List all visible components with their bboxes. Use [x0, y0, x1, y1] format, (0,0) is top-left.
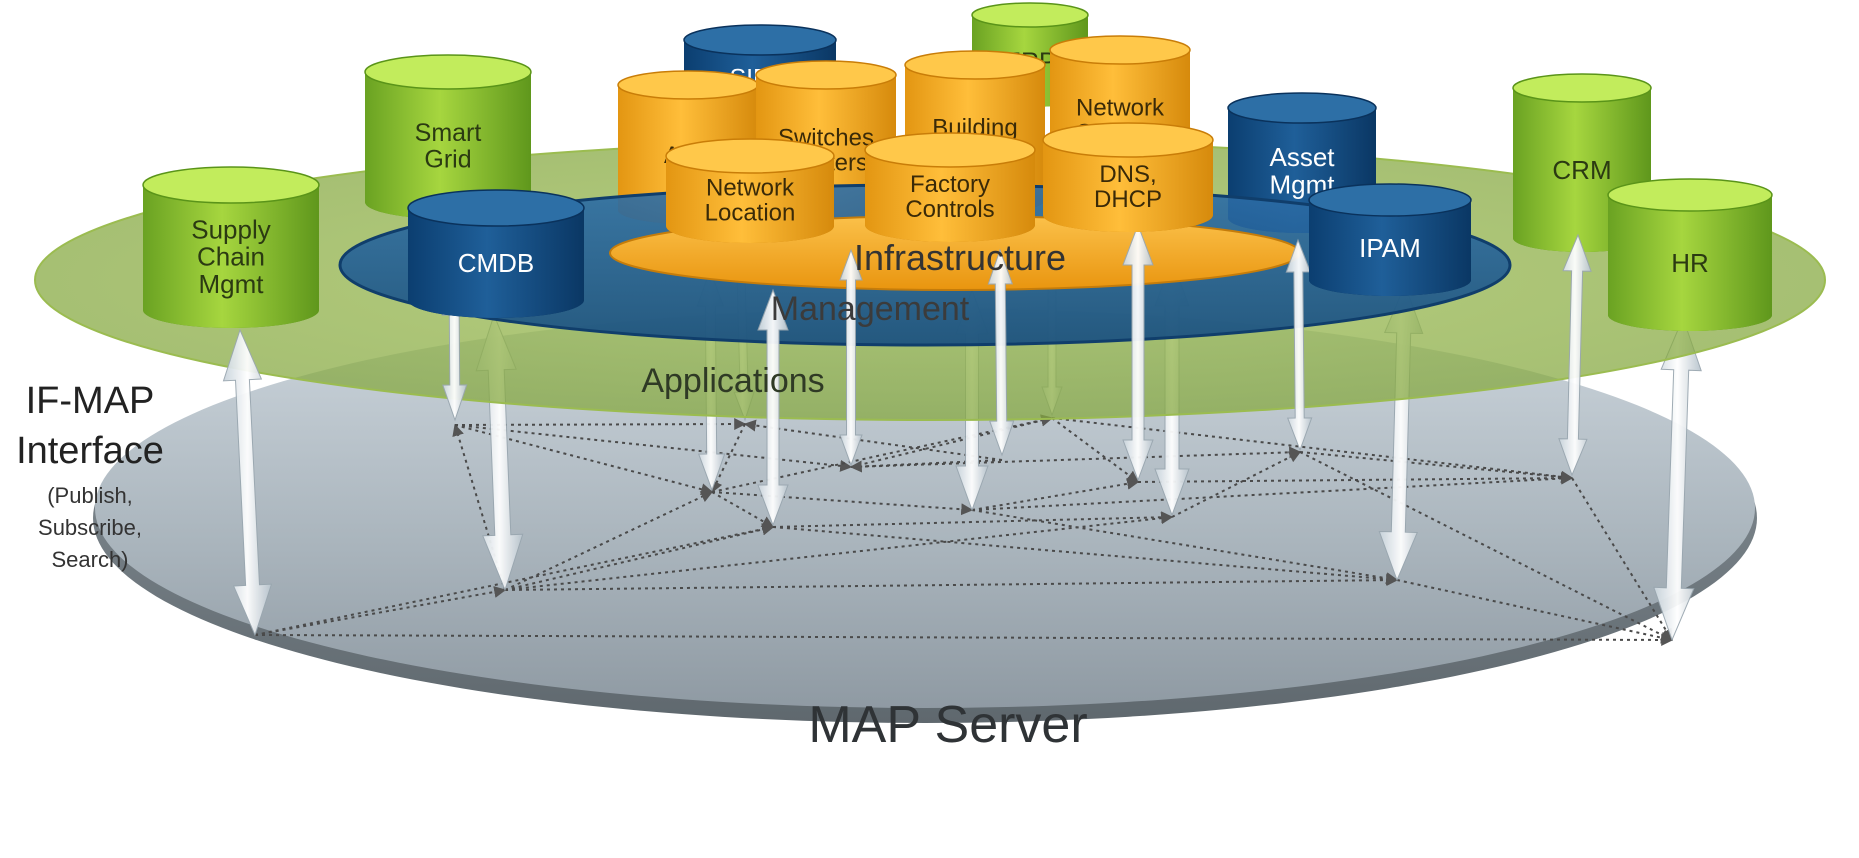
link-line: [454, 424, 853, 472]
cylinder-body: [365, 72, 531, 202]
link-line: [711, 491, 775, 528]
link-line: [711, 423, 746, 494]
cylinder-body: [143, 185, 319, 310]
cylinder-label: Asset: [1269, 142, 1335, 172]
cylinder-top: [683, 24, 837, 56]
cylinder-bottom: [1043, 198, 1213, 232]
infrastructure-label: Infrastructure: [854, 237, 1066, 278]
cylinder-label: IPAM: [1359, 233, 1421, 263]
cylinder-top: [1042, 122, 1214, 158]
link-line: [850, 446, 1302, 468]
cylinder-label: Controls: [905, 196, 994, 223]
interface-sub-line1: (Publish,: [47, 483, 133, 508]
cylinder-label: HR: [1671, 248, 1709, 278]
link-line: [971, 477, 1140, 511]
cylinder-top: [1607, 178, 1773, 212]
link-line: [971, 509, 1399, 585]
link-line: [1396, 579, 1674, 644]
cylinder-top: [1308, 183, 1472, 217]
link-line: [504, 574, 1399, 591]
link-line: [504, 491, 714, 591]
link-line: [971, 472, 1574, 511]
cylinder-top: [1049, 35, 1191, 65]
cylinder-top: [407, 189, 585, 227]
cylinder-label: Mgmt: [199, 269, 265, 299]
cylinder-top: [665, 138, 835, 174]
cylinder-bottom: [143, 292, 319, 328]
if-map-arrow: [987, 248, 1015, 457]
cylinder-bottom: [1309, 264, 1471, 296]
link-line: [1137, 472, 1574, 485]
link-line: [711, 491, 974, 516]
link-line: [743, 419, 1003, 461]
cylinder-label: Location: [705, 200, 796, 227]
link-line: [1171, 451, 1302, 518]
cylinder-top: [1512, 73, 1652, 103]
interface-title-line1: IF-MAP: [25, 380, 155, 422]
cylinder-top: [364, 54, 532, 90]
cylinder-label: Network: [706, 174, 795, 201]
cylinder-top: [904, 50, 1046, 80]
cylinder-ipam: IPAM: [1308, 183, 1472, 296]
cylinder-top: [864, 132, 1036, 168]
interface-sub-line2: Subscribe,: [38, 514, 142, 540]
cylinder-label: Network: [1076, 94, 1165, 121]
cylinder-label: DNS,: [1099, 161, 1156, 188]
cylinder-top: [142, 166, 320, 204]
if-map-interface-label: IF-MAP Interface (Publish, Subscribe, Se…: [0, 382, 180, 576]
map-server-label: MAP Server: [808, 696, 1087, 754]
management-label: Management: [771, 290, 970, 328]
if-map-arrow: [1653, 316, 1702, 642]
if-map-arrow: [839, 248, 863, 467]
interface-sub-line3: Search): [51, 546, 129, 572]
cylinder-top: [971, 2, 1089, 28]
link-line: [254, 586, 507, 636]
cylinder-label: Chain: [197, 242, 265, 272]
interface-title-line2: Interface: [16, 430, 164, 472]
if-map-arrow: [222, 328, 273, 637]
if-map-arrow: [1285, 238, 1313, 452]
cylinder-label: CMDB: [458, 248, 535, 278]
cylinder-bottom: [408, 282, 584, 318]
front-cylinders: SupplyChainMgmtCMDBNetworkLocationFactor…: [142, 122, 1773, 331]
cylinder-bottom: [865, 208, 1035, 242]
link-line: [254, 633, 1674, 646]
applications-label: Applications: [641, 362, 824, 400]
map-server-disc: [95, 308, 1755, 708]
if-map-arrow: [1122, 223, 1154, 482]
cylinder-label: CRM: [1552, 155, 1611, 185]
cylinder-bottom: [1608, 299, 1772, 331]
cylinder-label: Factory: [910, 171, 990, 198]
cylinder-dns-dhcp: DNS,DHCP: [1042, 122, 1214, 232]
link-line: [1051, 417, 1574, 483]
cylinder-top: [617, 70, 759, 100]
cylinder-top: [1227, 92, 1377, 124]
cylinder-top: [755, 60, 897, 90]
cylinder-cmdb: CMDB: [407, 189, 585, 318]
if-map-arrow: [757, 288, 789, 527]
interface-operations: (Publish, Subscribe, Search): [0, 480, 180, 576]
cylinder-label: DHCP: [1094, 186, 1162, 213]
if-map-arrow: [1558, 233, 1592, 477]
cylinder-label: Supply: [191, 214, 271, 244]
cylinder-label: Smart: [415, 119, 482, 147]
cylinder-body: [1608, 195, 1772, 315]
cylinder-label: Grid: [424, 145, 471, 173]
cylinder-bottom: [666, 209, 834, 243]
cylinder-hr: HR: [1607, 178, 1773, 331]
